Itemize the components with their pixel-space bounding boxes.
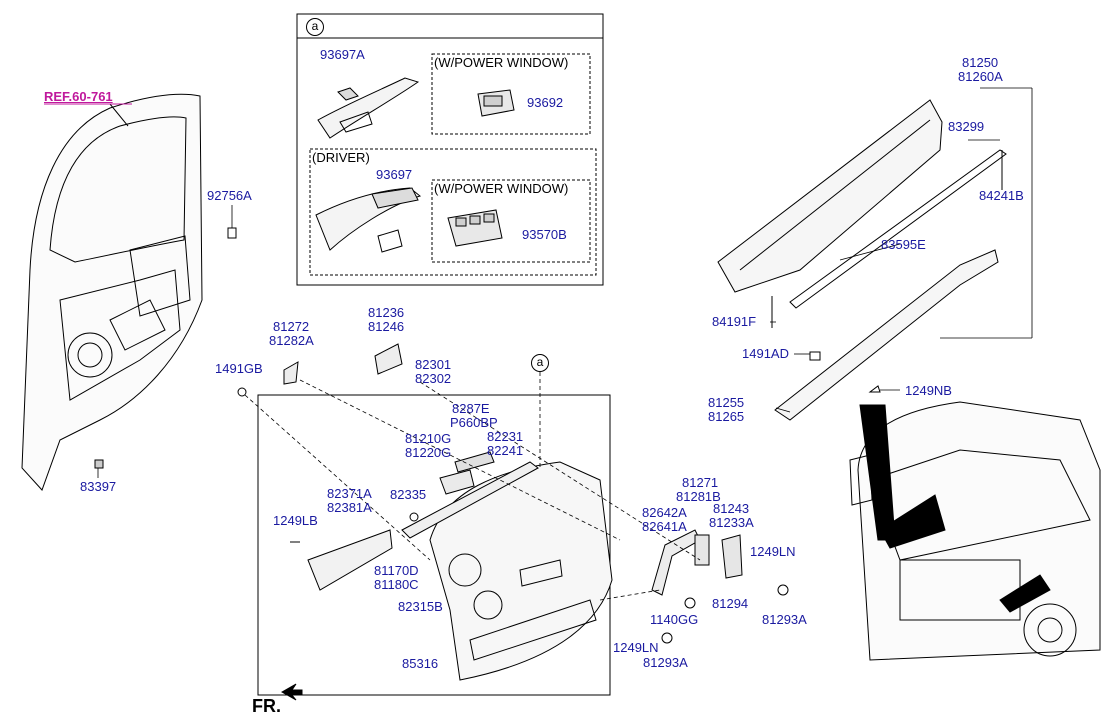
- part-81272[interactable]: 81272: [273, 319, 310, 334]
- part-1249LB[interactable]: 1249LB: [273, 513, 318, 528]
- part-1249NB[interactable]: 1249NB: [905, 383, 952, 398]
- part-82301[interactable]: 82301: [415, 357, 452, 372]
- part-1249LN-b[interactable]: 1249LN: [613, 640, 659, 655]
- part-1491AD[interactable]: 1491AD: [742, 346, 789, 361]
- part-81260A[interactable]: 81260A: [958, 69, 1003, 84]
- part-83595E[interactable]: 83595E: [881, 237, 926, 252]
- weatherstrip-83595E: [789, 149, 1007, 309]
- door-outline: [21, 93, 203, 491]
- part-81271: [694, 534, 710, 566]
- part-82335[interactable]: 82335: [390, 487, 427, 502]
- part-82381A[interactable]: 82381A: [327, 500, 372, 515]
- part-81236[interactable]: 81236: [368, 305, 405, 320]
- part-81272: [283, 361, 299, 385]
- part-92756A[interactable]: 92756A: [207, 188, 252, 203]
- part-82231[interactable]: 82231: [487, 429, 524, 444]
- callout-a-panel: a: [531, 354, 549, 372]
- part-83299[interactable]: 83299: [948, 119, 985, 134]
- power-window-box-1: [431, 53, 591, 135]
- armrest-top-sketch: [317, 77, 420, 139]
- part-1140GG[interactable]: 1140GG: [650, 612, 699, 627]
- part-82642A[interactable]: 82642A: [642, 505, 687, 520]
- switch-93570B-sketch: [447, 209, 503, 247]
- part-P660BP[interactable]: P660BP: [450, 415, 498, 430]
- part-82641A[interactable]: 82641A: [642, 519, 687, 534]
- part-81282A[interactable]: 81282A: [269, 333, 314, 348]
- switch-93692-sketch: [477, 89, 515, 117]
- part-92756A: [227, 227, 237, 239]
- armrest-driver-sketch: [315, 187, 422, 253]
- fr-arrow-icon: [280, 683, 303, 701]
- part-84241B[interactable]: 84241B: [979, 188, 1024, 203]
- part-81243[interactable]: 81243: [713, 501, 750, 516]
- part-81294[interactable]: 81294: [712, 596, 749, 611]
- part-93692[interactable]: 93692: [527, 95, 564, 110]
- trim-assembly-frame: [257, 394, 611, 696]
- part-81255[interactable]: 81255: [708, 395, 745, 410]
- part-84191F[interactable]: 84191F: [712, 314, 757, 329]
- part-93697A[interactable]: 93697A: [320, 47, 365, 62]
- highlight-arrow-1: [879, 494, 946, 549]
- part-81293A-a[interactable]: 81293A: [643, 655, 688, 670]
- part-81250[interactable]: 81250: [962, 55, 999, 70]
- part-81293A-b: [777, 584, 789, 596]
- part-85316[interactable]: 85316: [402, 656, 439, 671]
- part-83397[interactable]: 83397: [80, 479, 117, 494]
- inset-frame: [296, 13, 604, 286]
- driver-box: [309, 148, 597, 276]
- note-driver: (DRIVER): [312, 150, 370, 165]
- part-82302[interactable]: 82302: [415, 371, 452, 386]
- part-82371A[interactable]: 82371A: [327, 486, 372, 501]
- part-81293A-b[interactable]: 81293A: [762, 612, 807, 627]
- part-82315B[interactable]: 82315B: [398, 599, 443, 614]
- note-power-window-1: (W/POWER WINDOW): [434, 55, 569, 70]
- part-82335: [409, 512, 419, 522]
- part-81271[interactable]: 81271: [682, 475, 719, 490]
- part-83397: [94, 459, 104, 469]
- part-81243: [721, 534, 743, 579]
- lower-trim-81255: [774, 249, 999, 421]
- part-81246[interactable]: 81246: [368, 319, 405, 334]
- highlight-arrow-2: [859, 404, 896, 541]
- clip-1491AD: [809, 351, 821, 361]
- part-1491GB[interactable]: 1491GB: [215, 361, 263, 376]
- belt-moulding: [401, 461, 539, 539]
- part-81233A[interactable]: 81233A: [709, 515, 754, 530]
- part-81236: [374, 343, 403, 375]
- orientation-label: FR.: [252, 696, 281, 716]
- highlight-arrow-3: [999, 574, 1051, 613]
- callout-a-inset: a: [306, 18, 324, 36]
- upper-trim-81250: [717, 99, 943, 293]
- part-1491GB: [237, 387, 247, 397]
- part-81281B[interactable]: 81281B: [676, 489, 721, 504]
- part-93570B[interactable]: 93570B: [522, 227, 567, 242]
- part-81220G[interactable]: 81220G: [405, 445, 452, 460]
- part-81265[interactable]: 81265: [708, 409, 745, 424]
- part-8287E[interactable]: 8287E: [452, 401, 490, 416]
- note-power-window-2: (W/POWER WINDOW): [434, 181, 569, 196]
- door-trim-panel: [429, 461, 613, 681]
- part-81294: [684, 597, 696, 609]
- inner-handle: [439, 469, 475, 495]
- part-81170D[interactable]: 81170D: [374, 563, 419, 578]
- part-82241[interactable]: 82241: [487, 443, 524, 458]
- part-1249LN-a[interactable]: 1249LN: [750, 544, 796, 559]
- map-pocket: [307, 529, 393, 591]
- screw-1249NB: [868, 385, 881, 393]
- part-81210G[interactable]: 81210G: [405, 431, 452, 446]
- part-81180C[interactable]: 81180C: [374, 577, 419, 592]
- ref-link[interactable]: REF.60-761: [44, 89, 113, 104]
- part-81293A-a: [661, 632, 673, 644]
- part-82642A: [651, 529, 701, 596]
- part-93697[interactable]: 93697: [376, 167, 413, 182]
